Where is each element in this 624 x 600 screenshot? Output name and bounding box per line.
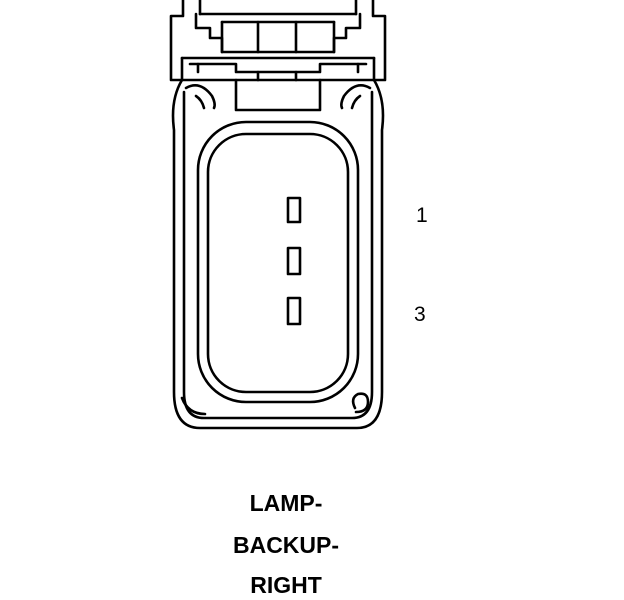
pin-label-1: 1 xyxy=(416,204,428,227)
connector-title-line-2: BACKUP- xyxy=(232,532,340,558)
connector-cavity xyxy=(196,120,360,404)
connector-latch xyxy=(169,0,387,112)
connector-terminals xyxy=(286,196,302,326)
pin-label-3: 3 xyxy=(414,303,426,326)
terminal-pin-2 xyxy=(286,246,302,276)
connector-housing xyxy=(171,78,385,430)
connector-title-line-3: RIGHT xyxy=(250,572,322,598)
connector-title-line-1: LAMP- xyxy=(249,490,323,516)
terminal-pin-3 xyxy=(286,296,302,326)
terminal-pin-1 xyxy=(286,196,302,224)
